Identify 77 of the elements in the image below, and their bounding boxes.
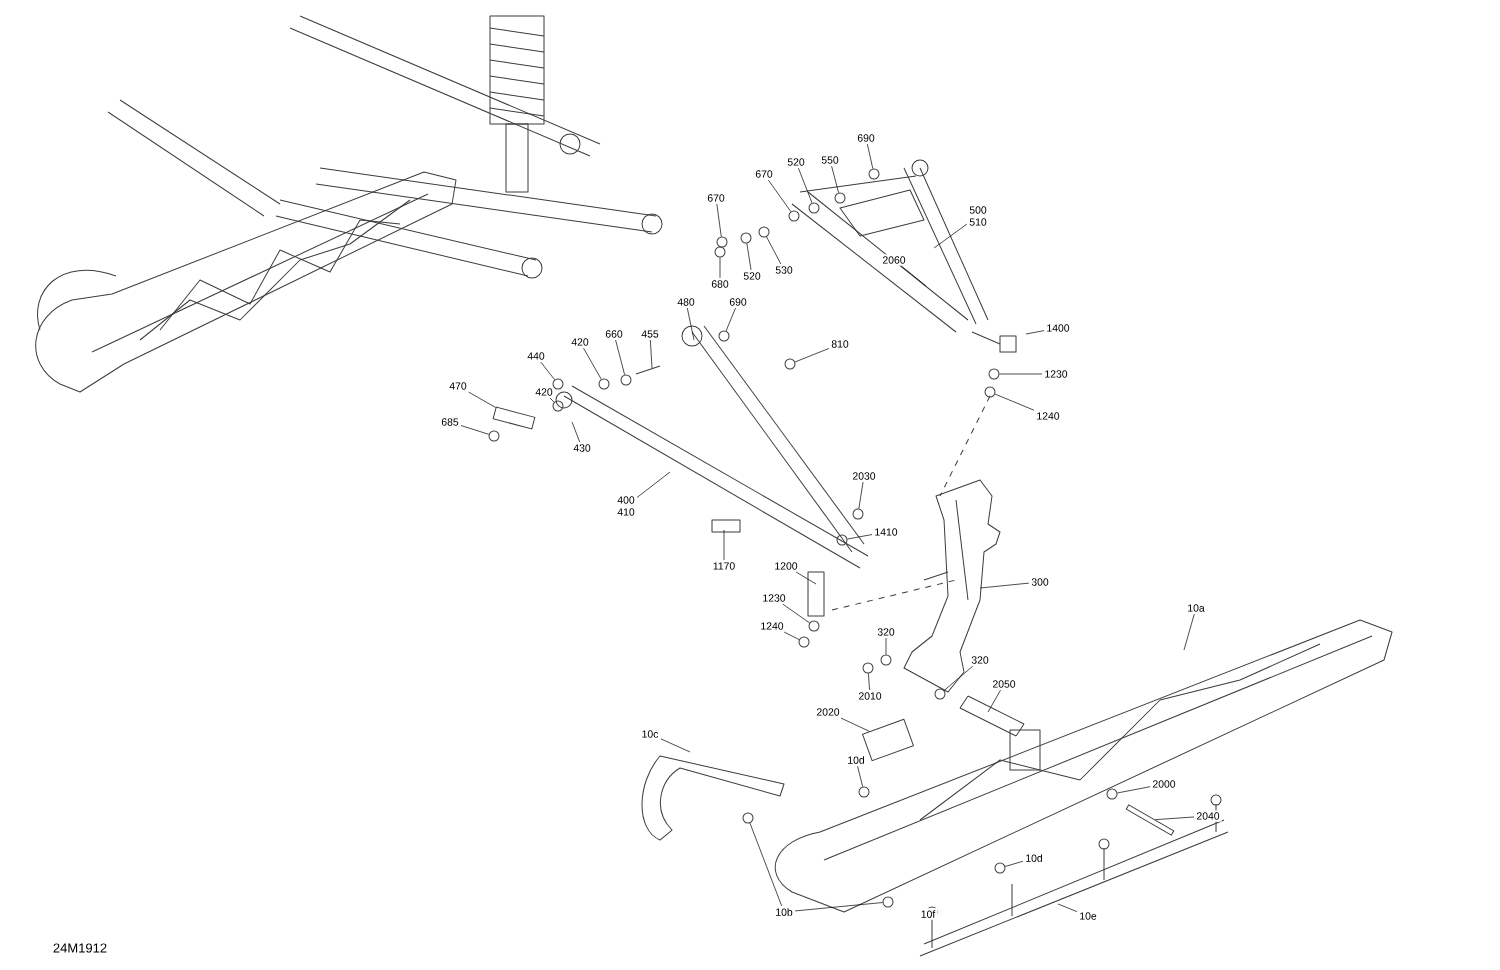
leader-line — [1057, 903, 1078, 912]
leader-line — [868, 673, 870, 691]
leader-line — [782, 603, 810, 624]
leader-line — [1183, 613, 1195, 651]
washer — [994, 862, 1006, 874]
washer — [882, 896, 894, 908]
leader-line — [798, 167, 813, 204]
leader-line — [716, 203, 722, 237]
washer — [862, 662, 874, 674]
washer — [808, 620, 820, 632]
leader-line — [583, 347, 602, 380]
leader-line — [636, 471, 671, 498]
leader-line — [847, 534, 873, 540]
washer — [1106, 788, 1118, 800]
washer — [852, 508, 864, 520]
washer — [834, 192, 846, 204]
washer — [716, 236, 728, 248]
leader-line — [746, 243, 752, 271]
washer — [784, 358, 796, 370]
washer — [492, 406, 536, 430]
washer — [934, 688, 946, 700]
leader-line — [571, 421, 580, 443]
washer — [620, 374, 632, 386]
washer — [868, 168, 880, 180]
leader-line — [768, 179, 792, 212]
leader-line — [840, 717, 870, 732]
washer — [742, 812, 754, 824]
washer — [758, 226, 770, 238]
leader-line — [723, 529, 725, 561]
leader-line — [1155, 816, 1195, 820]
leader-line — [1025, 330, 1045, 335]
washer — [808, 202, 820, 214]
washer — [552, 400, 564, 412]
washer — [740, 232, 752, 244]
washer — [862, 718, 914, 762]
washer — [836, 534, 848, 546]
leader-line — [749, 822, 782, 907]
washer — [1125, 804, 1175, 836]
washer — [488, 430, 500, 442]
leader-line — [650, 339, 653, 369]
leader-line — [468, 391, 496, 408]
leader-line — [794, 348, 830, 363]
leader-line — [831, 165, 839, 194]
leader-line — [615, 339, 625, 376]
leader-line — [540, 361, 555, 381]
leader-line — [943, 665, 974, 691]
leader-line — [1004, 860, 1024, 867]
washer — [598, 378, 610, 390]
leader-line — [857, 765, 863, 788]
leader-line — [686, 307, 695, 341]
washer — [714, 246, 726, 258]
leader-line — [660, 738, 691, 753]
leader-line — [994, 393, 1035, 411]
leader-line — [795, 571, 817, 585]
leader-line — [999, 373, 1043, 375]
leader-line — [794, 902, 883, 912]
leader-line — [885, 637, 887, 655]
washer — [988, 368, 1000, 380]
leader-line — [867, 143, 874, 169]
leader-line — [783, 631, 800, 640]
leader-line — [766, 236, 782, 265]
leader-line — [858, 481, 864, 509]
leader-line — [987, 689, 1001, 713]
washer — [798, 636, 810, 648]
leader-line — [979, 582, 1030, 589]
leader-line — [725, 307, 736, 332]
leader-line — [719, 257, 721, 279]
washer — [880, 654, 892, 666]
leader-line — [933, 223, 968, 249]
washer — [858, 786, 870, 798]
washer — [552, 378, 564, 390]
leader-line — [1117, 786, 1151, 794]
leader-line — [901, 265, 927, 287]
washer — [984, 386, 996, 398]
leader-line — [460, 425, 490, 435]
washer — [788, 210, 800, 222]
washer — [718, 330, 730, 342]
